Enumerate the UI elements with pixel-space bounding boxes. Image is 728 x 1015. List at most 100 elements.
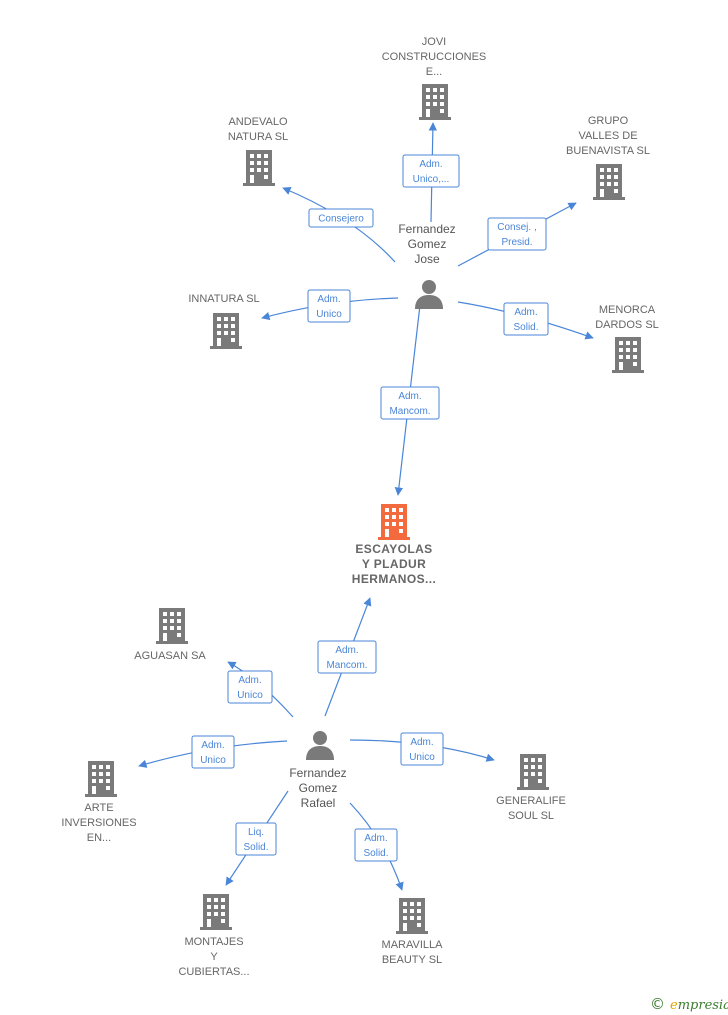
- node-label: MONTAJES: [184, 936, 243, 948]
- relation-label-text: Adm.: [514, 307, 537, 318]
- relation-label-text: Adm.: [398, 391, 421, 402]
- relation-label-box: [487, 217, 547, 251]
- relation-label-box: [354, 828, 398, 862]
- relation-label-box: [227, 670, 273, 704]
- node-label: Gomez: [408, 237, 447, 251]
- node-label: EN...: [87, 832, 111, 844]
- relation-label[interactable]: Adm. Unico,...: [402, 154, 460, 188]
- node-label: MARAVILLA: [382, 939, 444, 951]
- relation-label-box: [308, 208, 374, 228]
- relation-label-text: Unico,...: [413, 174, 450, 185]
- node-aguasan[interactable]: AGUASAN SA: [134, 608, 206, 662]
- relation-label-box: [235, 822, 277, 856]
- relation-label[interactable]: Liq. Solid.: [235, 822, 277, 856]
- node-maravilla[interactable]: MARAVILLA BEAUTY SL: [382, 898, 444, 966]
- relation-label-box: [317, 640, 377, 674]
- building-icon: [200, 894, 232, 930]
- relation-label[interactable]: Adm.Unico: [400, 732, 444, 766]
- node-label: CONSTRUCCIONES: [382, 51, 487, 63]
- node-arte[interactable]: ARTE INVERSIONES EN...: [61, 761, 137, 844]
- relation-label-box: [307, 289, 351, 323]
- building-icon: [396, 898, 428, 934]
- node-label: GRUPO: [588, 115, 629, 127]
- building-icon: [156, 608, 188, 644]
- relation-label[interactable]: Adm. Unico: [307, 289, 351, 323]
- node-menorca[interactable]: MENORCA DARDOS SL: [595, 304, 659, 373]
- relation-label-text: Adm.: [410, 737, 433, 748]
- copyright-icon: ©: [650, 995, 665, 1013]
- building-icon: [378, 504, 410, 540]
- person-icon: [415, 280, 443, 309]
- relation-label-text: Adm.: [317, 294, 340, 305]
- node-jovi[interactable]: JOVI CONSTRUCCIONES E...: [382, 36, 487, 120]
- building-icon: [243, 150, 275, 186]
- node-label: Rafael: [301, 796, 336, 810]
- relation-label-text: Adm.: [335, 645, 358, 656]
- relation-label[interactable]: Adm.Solid.: [354, 828, 398, 862]
- relation-label[interactable]: Consej. , Presid.: [487, 217, 547, 251]
- node-label: DARDOS SL: [595, 319, 659, 331]
- node-label: Jose: [414, 252, 440, 266]
- relation-label-text: Liq.: [248, 827, 264, 838]
- node-label: ARTE: [84, 802, 113, 814]
- relation-label[interactable]: Adm. Mancom.: [317, 640, 377, 674]
- building-icon: [210, 313, 242, 349]
- relation-label-text: Consejero: [318, 214, 364, 225]
- brand-logo: © empresia: [650, 995, 728, 1013]
- relation-label[interactable]: Consejero: [308, 208, 374, 228]
- person-icon: [306, 731, 334, 760]
- relation-label[interactable]: Adm. Mancom.: [380, 386, 440, 420]
- node-label: ANDEVALO: [228, 116, 288, 128]
- relation-label-text: Mancom.: [389, 406, 430, 417]
- node-label: SOUL SL: [508, 810, 554, 822]
- relation-label-text: Solid.: [363, 848, 388, 859]
- node-innatura[interactable]: INNATURA SL: [188, 293, 260, 349]
- relation-label[interactable]: Adm. Unico: [227, 670, 273, 704]
- relation-label-text: Consej. ,: [497, 222, 536, 233]
- relation-label-text: Solid.: [243, 842, 268, 853]
- relation-label[interactable]: Adm.Solid.: [503, 302, 549, 336]
- relation-label-box: [191, 735, 235, 769]
- node-label: GENERALIFE: [496, 795, 566, 807]
- node-label: INVERSIONES: [61, 817, 136, 829]
- relation-label-box: [402, 154, 460, 188]
- building-icon: [593, 164, 625, 200]
- node-label: Y: [210, 951, 218, 963]
- node-generalife[interactable]: GENERALIFE SOUL SL: [496, 754, 566, 822]
- node-label: INNATURA SL: [188, 293, 259, 305]
- relation-label-text: Unico: [316, 309, 342, 320]
- building-icon: [517, 754, 549, 790]
- relation-label-box: [503, 302, 549, 336]
- relation-label-text: Adm.: [419, 159, 442, 170]
- node-montajes[interactable]: MONTAJESYCUBIERTAS...: [178, 894, 250, 978]
- relation-label-text: Presid.: [501, 237, 532, 248]
- node-label: VALLES DE: [578, 130, 637, 142]
- node-label: Fernandez: [289, 766, 346, 780]
- node-label: BUENAVISTA SL: [566, 145, 650, 157]
- node-label: JOVI: [422, 36, 446, 48]
- node-label: Y PLADUR: [362, 557, 426, 571]
- relation-label-text: Unico: [200, 755, 226, 766]
- relation-label-text: Mancom.: [326, 660, 367, 671]
- node-label: Gomez: [299, 781, 338, 795]
- node-label: HERMANOS...: [352, 572, 436, 586]
- node-label: E...: [426, 66, 443, 78]
- relation-label-text: Adm.: [201, 740, 224, 751]
- building-icon: [612, 337, 644, 373]
- node-label: MENORCA: [599, 304, 656, 316]
- node-label: BEAUTY SL: [382, 954, 442, 966]
- building-icon: [419, 84, 451, 120]
- relation-label-text: Adm.: [238, 675, 261, 686]
- node-label: Fernandez: [398, 222, 455, 236]
- relation-label-text: Unico: [237, 690, 263, 701]
- node-grupo_valles[interactable]: GRUPO VALLES DE BUENAVISTA SL: [566, 115, 650, 200]
- relation-label-box: [380, 386, 440, 420]
- relation-label[interactable]: Adm. Unico: [191, 735, 235, 769]
